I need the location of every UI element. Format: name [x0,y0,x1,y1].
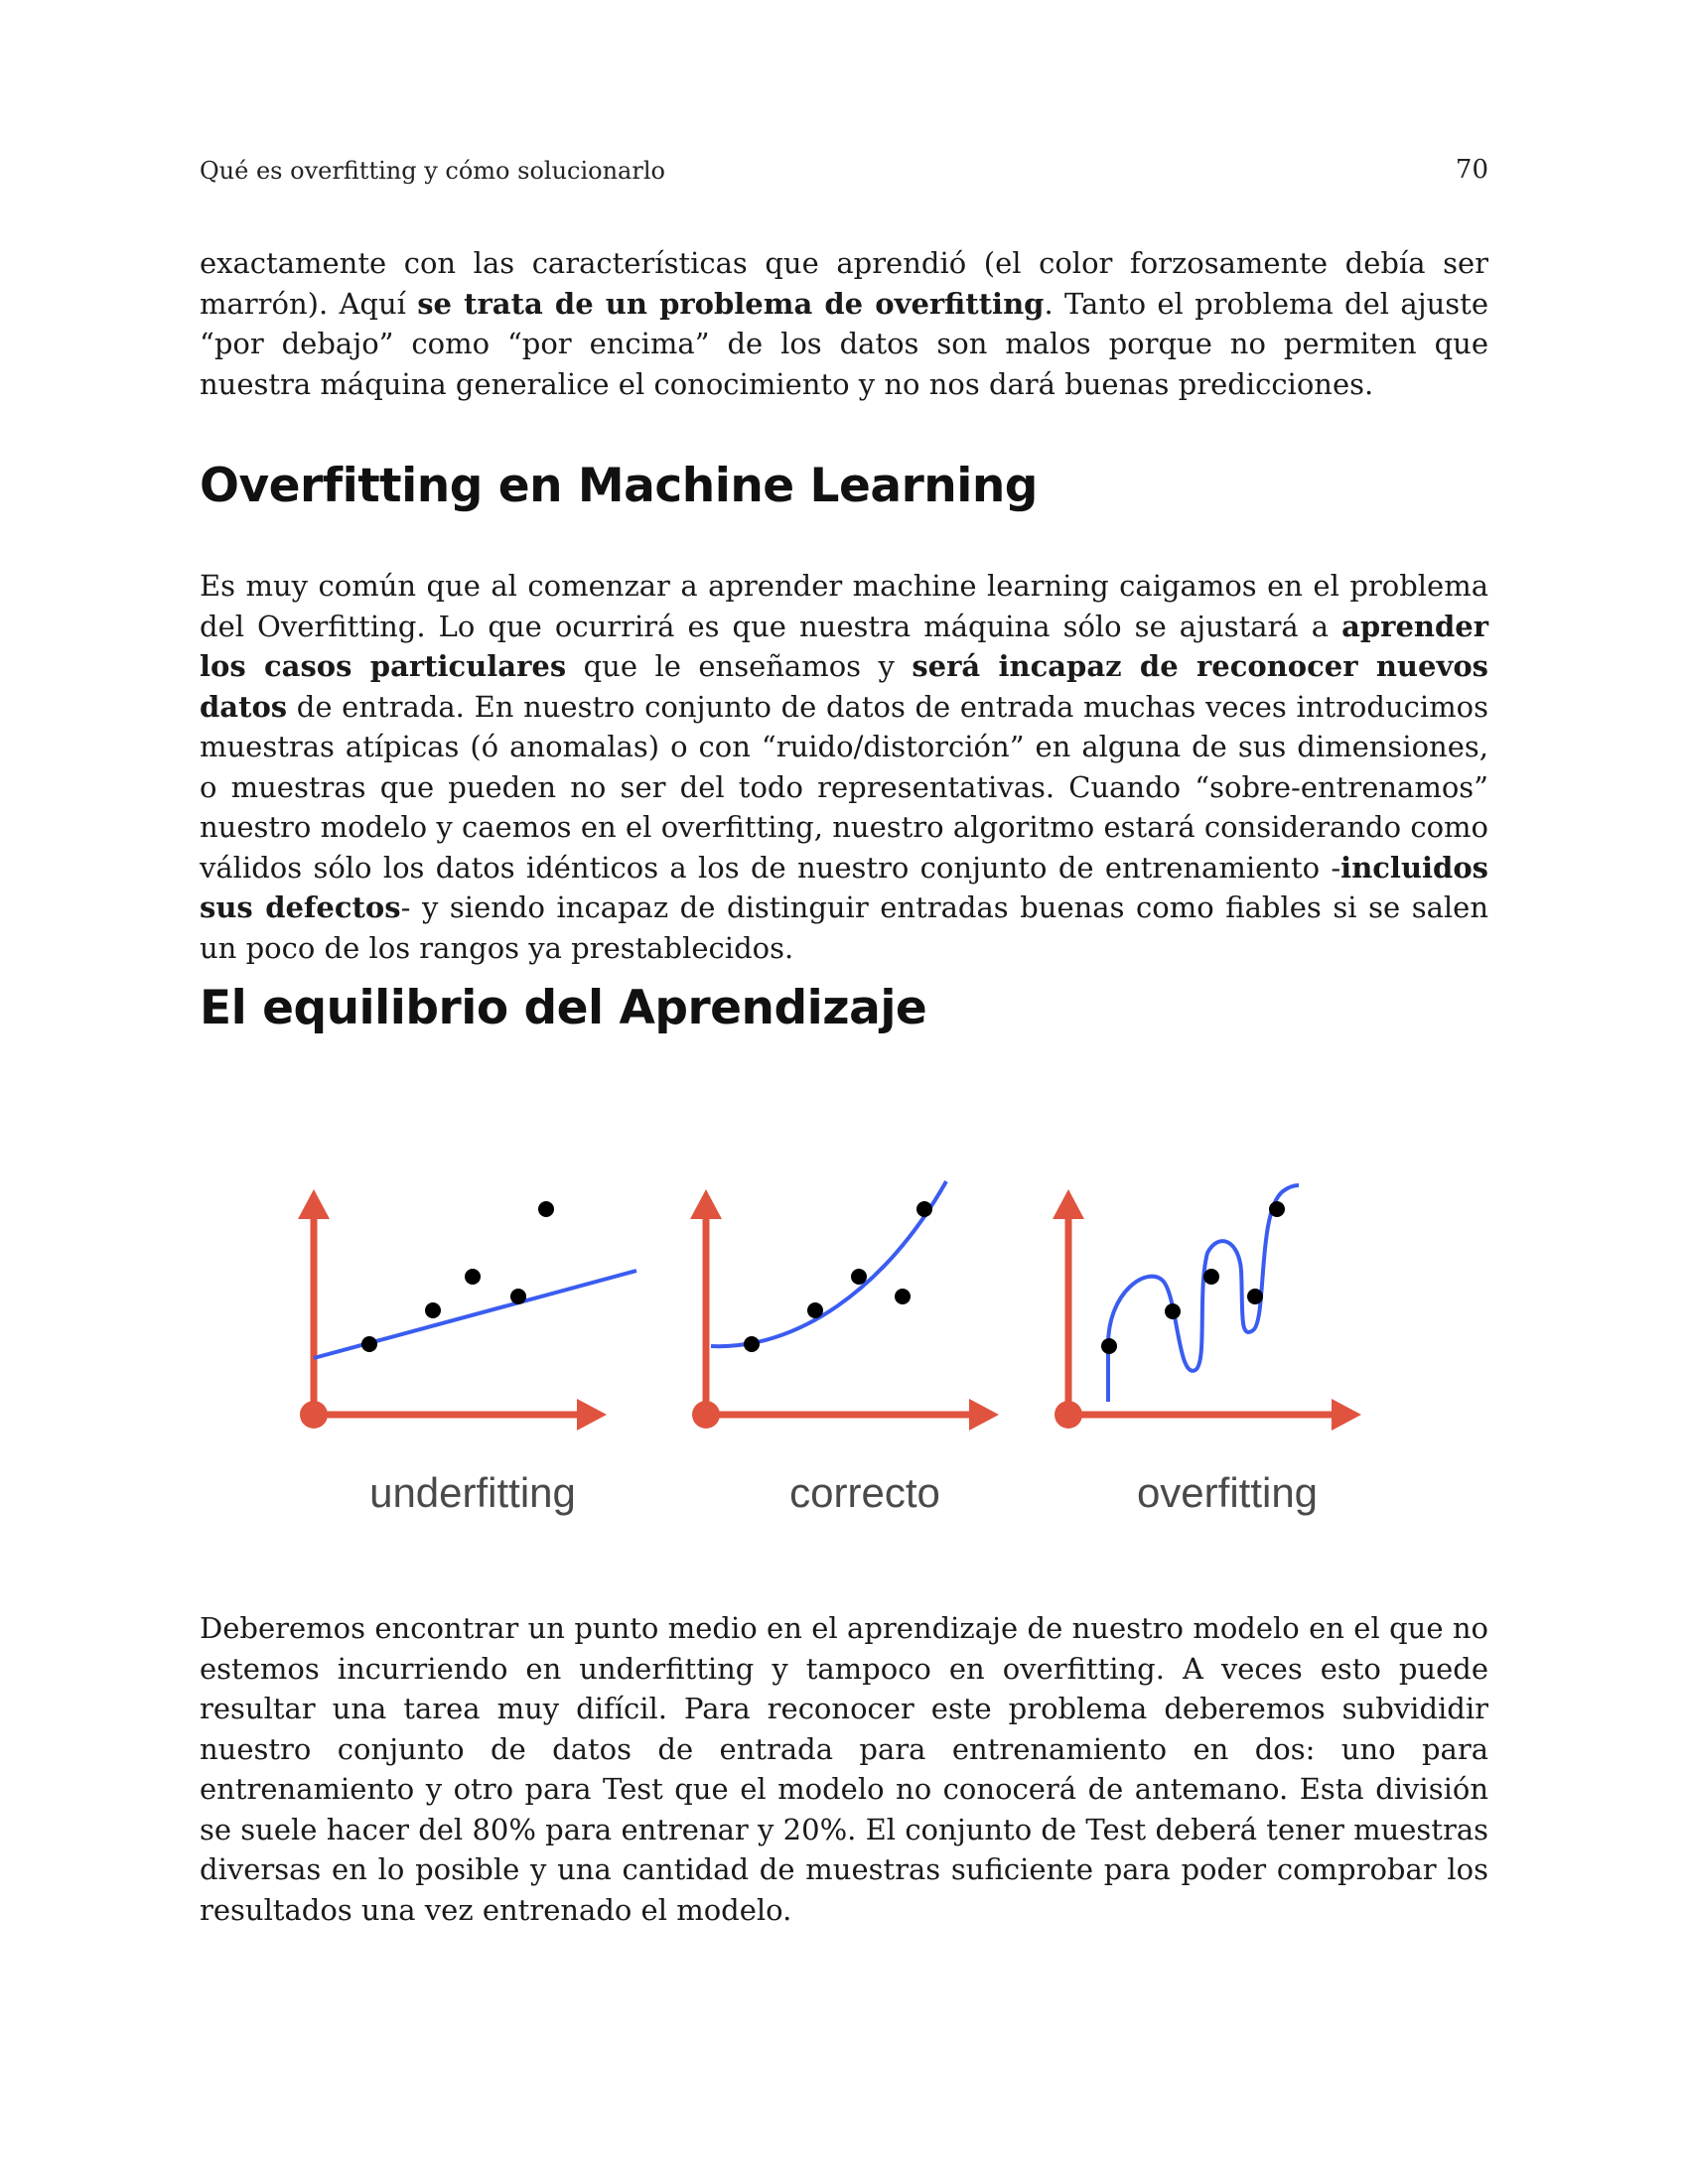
quadratic-fit-curve [710,1180,948,1349]
data-point [807,1302,823,1318]
data-point [1165,1303,1181,1319]
y-axis-arrowhead [298,1189,330,1219]
correcto-plot [690,1180,999,1431]
data-point [895,1289,911,1304]
bold-text: será incapaz de reconocer nuevos datos [200,649,1488,724]
page-number: 70 [1455,155,1488,185]
text-run: Es muy común que al comenzar a aprender … [200,569,1488,643]
data-point [425,1302,441,1318]
data-point [1269,1201,1285,1217]
data-point [1101,1338,1117,1354]
x-axis-arrowhead [1332,1399,1361,1431]
bold-text: aprender los casos particulares [200,609,1488,684]
data-point [744,1336,760,1352]
panel-overfitting: overfitting [1049,1171,1406,1549]
data-point [1203,1269,1219,1285]
text-run: exactamente con las características que … [200,246,1488,321]
data-point [538,1201,554,1217]
label-underfitting: underfitting [369,1469,576,1516]
data-point [1247,1289,1263,1304]
y-axis-arrowhead [1053,1189,1084,1219]
origin-dot [1055,1401,1082,1429]
data-point [916,1201,932,1217]
text-run: - y siendo incapaz de distinguir entrada… [200,890,1488,965]
section-heading-overfitting: Overfitting en Machine Learning [200,459,1038,513]
origin-dot [300,1401,328,1429]
bold-text: incluidos sus defectos [200,850,1488,925]
panel-correcto: correcto [686,1171,1044,1549]
data-point [361,1336,377,1352]
text-run: que le enseñamos y [566,649,913,683]
x-axis-arrowhead [577,1399,607,1431]
section-heading-equilibrio: El equilibrio del Aprendizaje [200,981,927,1035]
text-run: . Tanto el problema del ajuste “por deba… [200,286,1488,401]
overfit-curve [1106,1183,1300,1402]
label-correcto: correcto [789,1469,940,1516]
data-point [510,1289,526,1304]
underfitting-plot [298,1189,637,1431]
paragraph-overfitting: Es muy común que al comenzar a aprender … [200,566,1488,968]
panel-underfitting: underfitting [294,1171,651,1549]
overfitting-plot [1053,1183,1361,1431]
bold-text: se trata de un problema de overfitting [417,286,1045,321]
data-point [851,1269,867,1285]
running-header-title: Qué es overfitting y cómo solucionarlo [200,157,665,185]
origin-dot [692,1401,720,1429]
label-overfitting: overfitting [1136,1469,1319,1516]
text-run: Deberemos encontrar un punto medio en el… [200,1611,1488,1927]
running-header: Qué es overfitting y cómo solucionarlo 7… [200,155,1488,187]
paragraph-intro: exactamente con las características que … [200,243,1488,404]
paragraph-equilibrio: Deberemos encontrar un punto medio en el… [200,1608,1488,1930]
x-axis-arrowhead [969,1399,999,1431]
fitting-illustration: underfitting correcto [294,1171,1406,1549]
data-point [465,1269,481,1285]
y-axis-arrowhead [690,1189,722,1219]
text-run: de entrada. En nuestro conjunto de datos… [200,689,1488,885]
